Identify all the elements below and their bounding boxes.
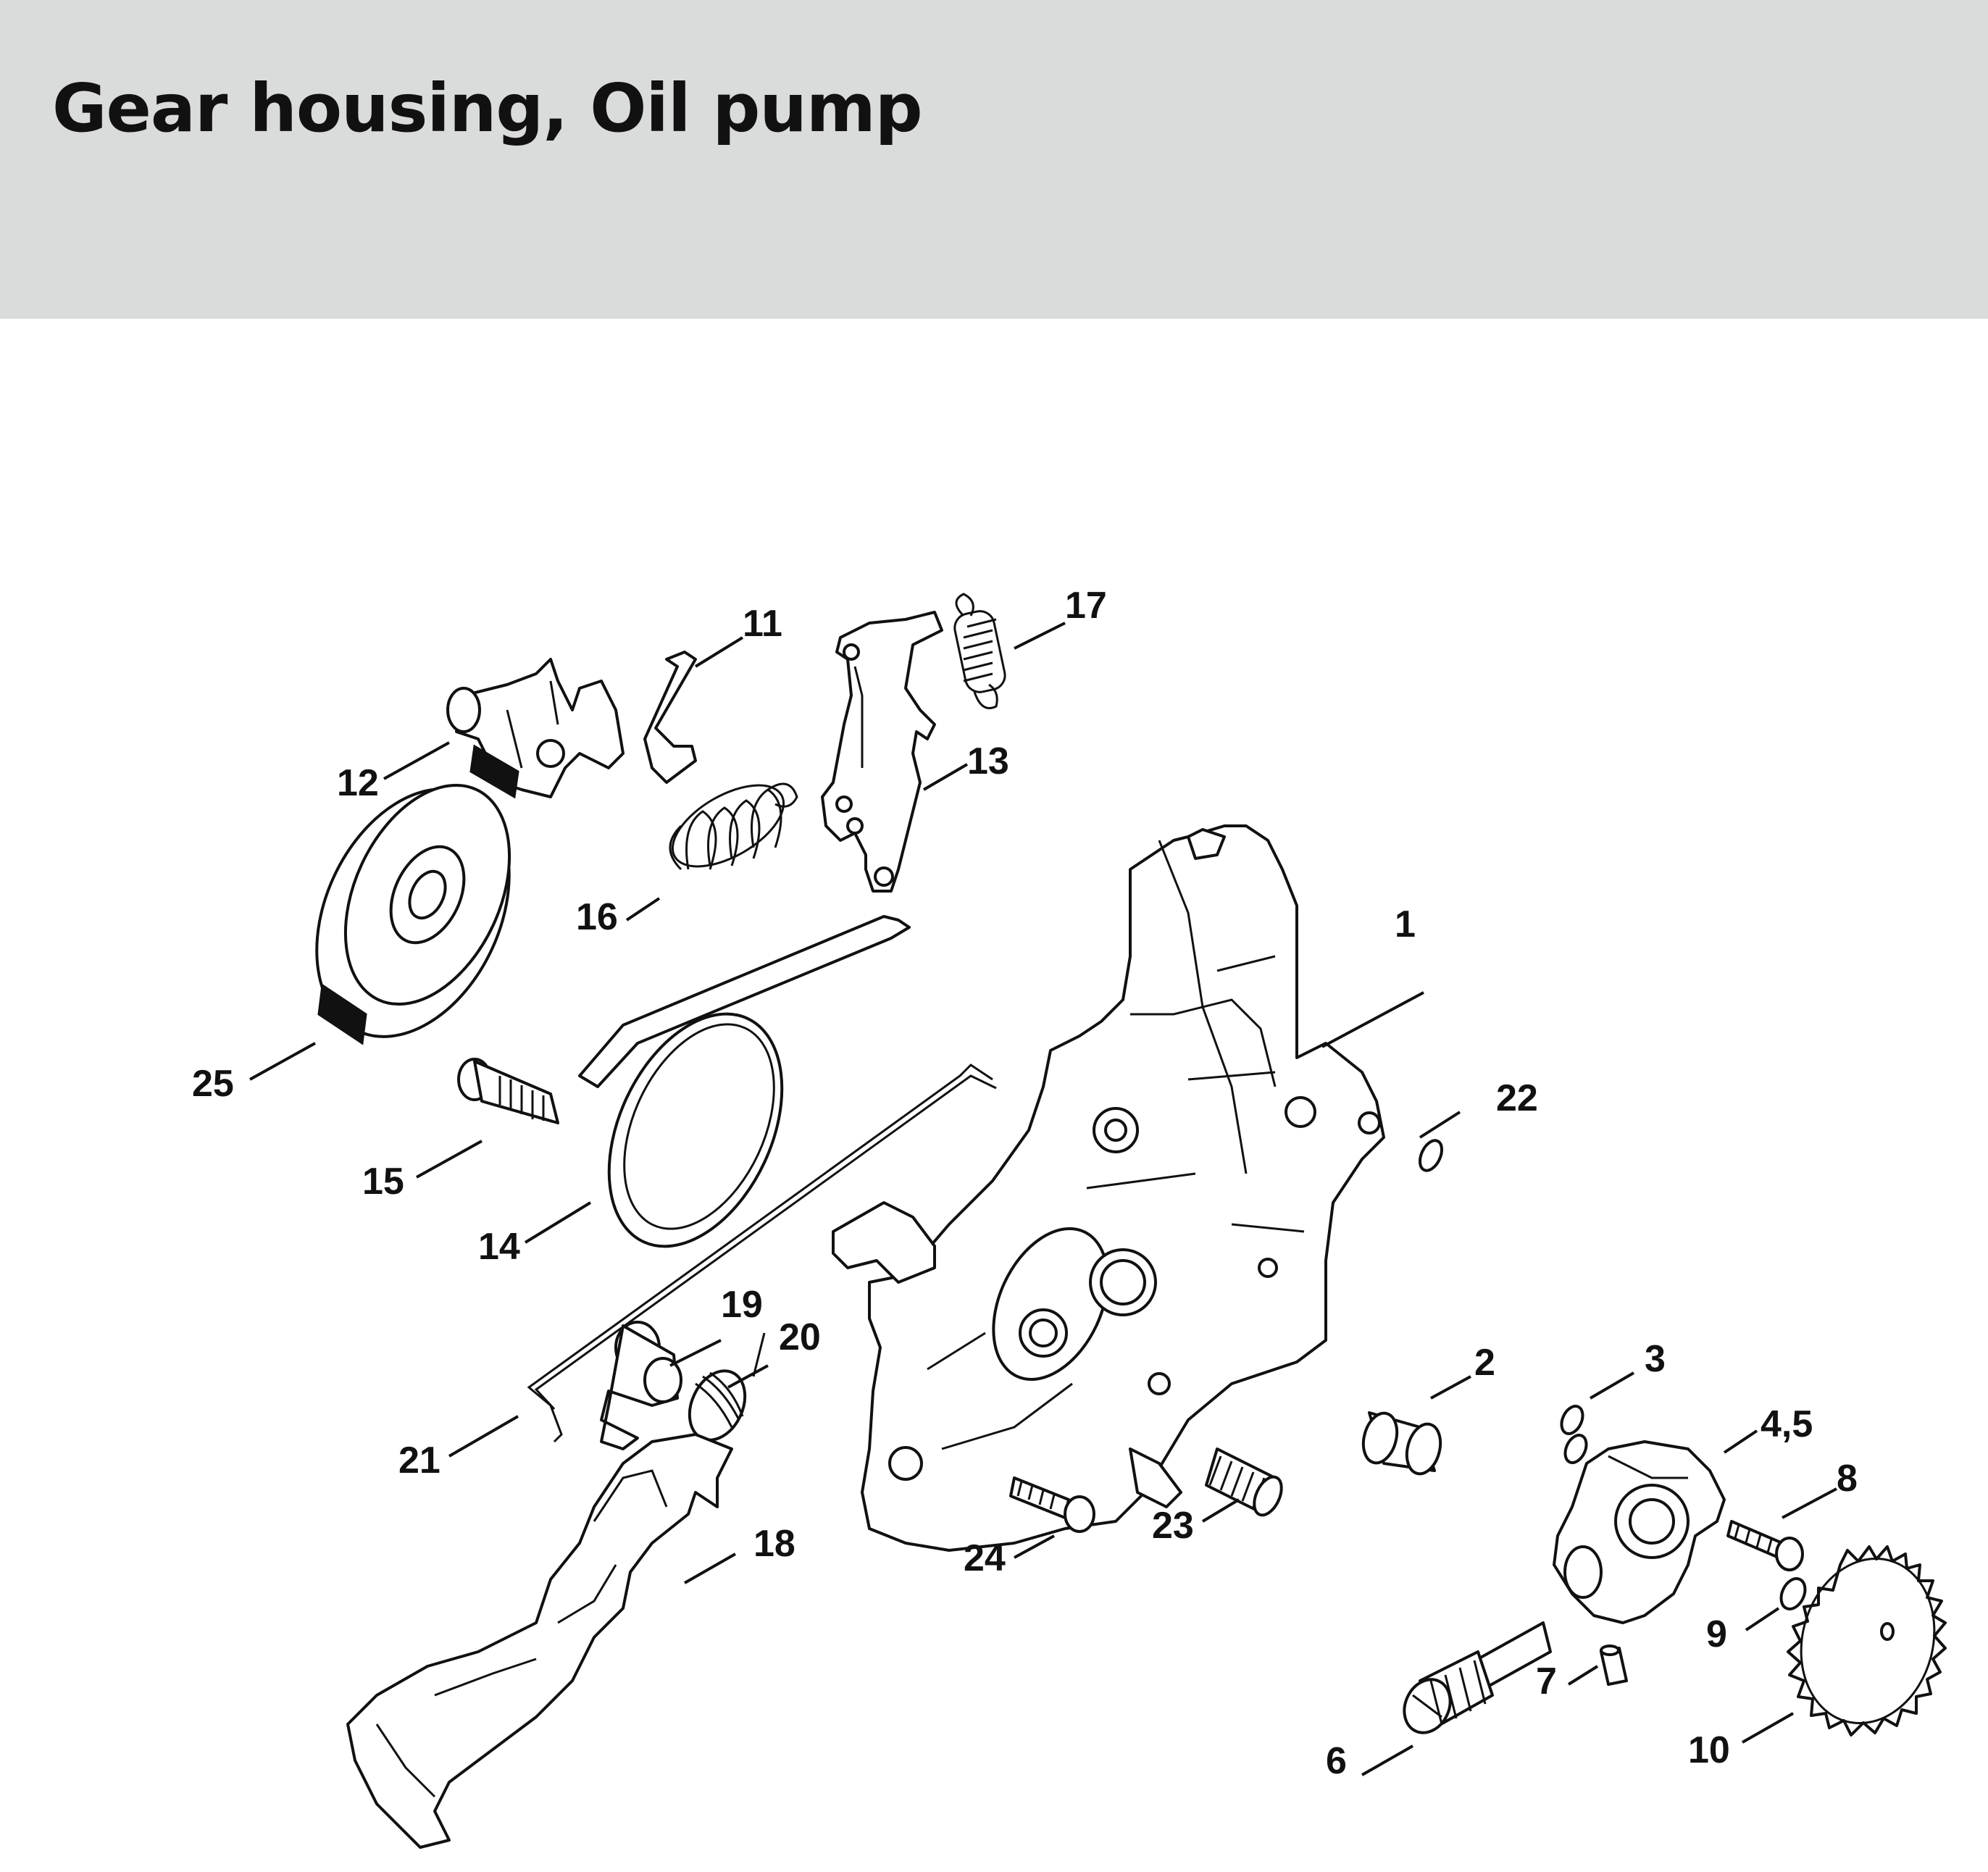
callout-14: 14 xyxy=(478,1226,520,1268)
part-20-coil-spring xyxy=(688,1332,766,1442)
callout-11: 11 xyxy=(743,603,782,645)
callout-24: 24 xyxy=(964,1537,1006,1579)
part-22-o-ring xyxy=(1418,1139,1444,1172)
callout-10: 10 xyxy=(1688,1729,1730,1771)
part-14-brake-band xyxy=(578,915,911,1248)
part-7-pin xyxy=(1600,1645,1628,1686)
leader-lines xyxy=(249,622,1837,1776)
callout-3: 3 xyxy=(1645,1338,1666,1380)
exploded-parts-diagram: 1 2 3 4,5 6 7 8 9 10 11 12 13 14 15 16 1… xyxy=(0,319,1988,1872)
part-16-spring xyxy=(669,782,798,871)
part-19-bushing xyxy=(600,1321,682,1450)
part-2-bushing xyxy=(1361,1411,1442,1476)
part-13-brake-link-lever xyxy=(821,611,943,893)
callout-8: 8 xyxy=(1837,1458,1858,1500)
part-12-brake-lever xyxy=(446,658,625,798)
callout-7: 7 xyxy=(1536,1660,1557,1702)
callout-16: 16 xyxy=(576,896,618,938)
part-18-handguard xyxy=(346,1433,733,1849)
part-8-screw xyxy=(1726,1520,1804,1571)
part-25-clutch-drum xyxy=(315,744,519,1045)
callout-4-5: 4,5 xyxy=(1761,1403,1813,1445)
callout-6: 6 xyxy=(1326,1740,1347,1782)
callout-13: 13 xyxy=(967,740,1009,782)
part-3-o-rings xyxy=(1560,1405,1588,1464)
callout-22: 22 xyxy=(1496,1077,1538,1119)
callout-15: 15 xyxy=(362,1161,404,1203)
part-6-worm-shaft xyxy=(1403,1621,1552,1734)
callout-17: 17 xyxy=(1065,585,1107,627)
parts-drawing xyxy=(249,593,1947,1849)
callout-18: 18 xyxy=(753,1523,795,1565)
callout-21: 21 xyxy=(398,1439,440,1482)
part-11-spring-clip xyxy=(643,651,697,784)
callout-23: 23 xyxy=(1152,1505,1194,1547)
part-21-rod xyxy=(527,1064,997,1443)
callout-20: 20 xyxy=(779,1316,821,1358)
part-23-filter xyxy=(1205,1447,1283,1517)
part-1-gear-housing xyxy=(832,824,1385,1552)
callout-25: 25 xyxy=(192,1063,234,1105)
callout-2: 2 xyxy=(1474,1342,1495,1384)
part-24-screw xyxy=(1009,1476,1095,1533)
callout-9: 9 xyxy=(1706,1613,1727,1655)
callout-19: 19 xyxy=(721,1284,763,1326)
part-9-washer xyxy=(1779,1577,1807,1610)
part-17-small-spring xyxy=(953,593,1006,709)
page-header: Gear housing, Oil pump xyxy=(0,0,1988,319)
callout-1: 1 xyxy=(1395,903,1416,945)
callout-12: 12 xyxy=(337,762,379,804)
part-15-screw xyxy=(457,1058,559,1124)
part-10-worm-gear xyxy=(1787,1545,1947,1737)
page-title: Gear housing, Oil pump xyxy=(52,70,923,147)
part-4-5-oil-pump-housing xyxy=(1553,1440,1726,1624)
